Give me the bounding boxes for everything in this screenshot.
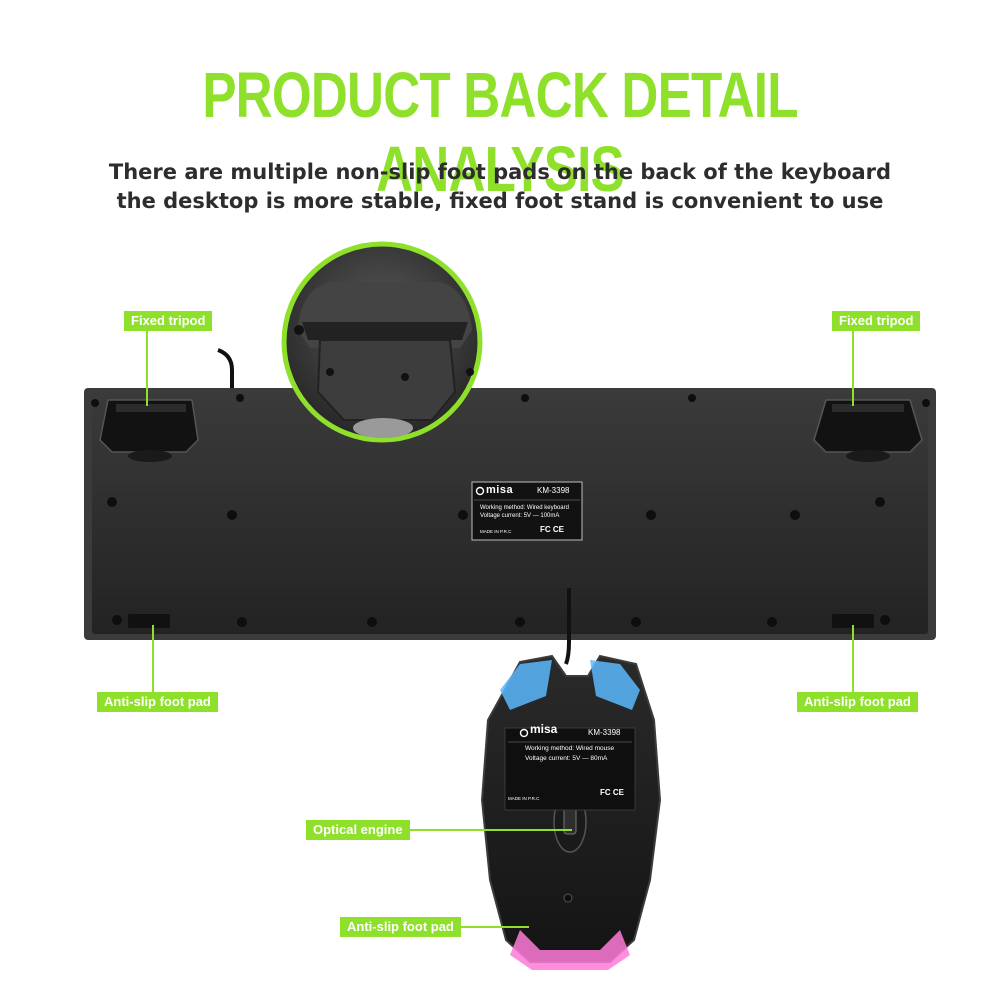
mouse-model: KM-3398 — [588, 728, 621, 737]
callout-tripod-right: Fixed tripod — [832, 311, 921, 331]
tripod-left — [99, 399, 199, 462]
subtitle-line-2: the desktop is more stable, fixed foot s… — [116, 189, 884, 213]
keyboard-method: Working method: Wired keyboard — [480, 505, 569, 511]
mouse-origin: MADE IN P.R.C — [508, 796, 540, 801]
mouse-method: Working method: Wired mouse — [525, 745, 615, 752]
page-title: PRODUCT BACK DETAIL ANALYSIS — [202, 59, 798, 205]
callout-line-pad-right — [852, 625, 854, 695]
keyboard-spec-label — [471, 481, 583, 541]
keyboard-screws — [91, 394, 930, 627]
keyboard-origin: MADE IN P.R.C — [480, 529, 512, 534]
mouse-brand: misa — [530, 722, 558, 736]
callout-pad-right: Anti-slip foot pad — [797, 692, 918, 712]
keyboard-foot-pad-left — [128, 614, 170, 628]
tripod-right — [813, 399, 923, 462]
callout-optical-engine: Optical engine — [306, 820, 410, 840]
callout-tripod-left: Fixed tripod — [124, 311, 213, 331]
mouse-spec-label — [504, 727, 636, 811]
callout-line-mouse-pad — [449, 926, 529, 928]
callout-line-tripod-right — [852, 331, 854, 406]
keyboard-cable — [217, 348, 234, 390]
mouse-voltage: Voltage current: 5V — 80mA — [525, 755, 608, 762]
mouse-cable — [564, 588, 571, 665]
mouse-back — [480, 654, 662, 970]
tripod-zoom-circle — [281, 241, 483, 443]
callout-line-pad-left — [152, 625, 154, 695]
callout-line-optical — [400, 829, 572, 831]
keyboard-certs: FC CE — [540, 525, 564, 534]
keyboard-brand: misa — [486, 484, 514, 496]
mouse-certs: FC CE — [600, 788, 624, 797]
keyboard-model: KM-3398 — [537, 486, 570, 495]
subtitle-line-1: There are multiple non-slip foot pads on… — [108, 160, 892, 184]
callout-pad-left: Anti-slip foot pad — [97, 692, 218, 712]
callout-mouse-pad: Anti-slip foot pad — [340, 917, 461, 937]
keyboard-voltage: Voltage current: 5V — 100mA — [480, 513, 560, 519]
keyboard-foot-pad-right — [832, 614, 874, 628]
callout-line-tripod-left — [146, 331, 148, 406]
